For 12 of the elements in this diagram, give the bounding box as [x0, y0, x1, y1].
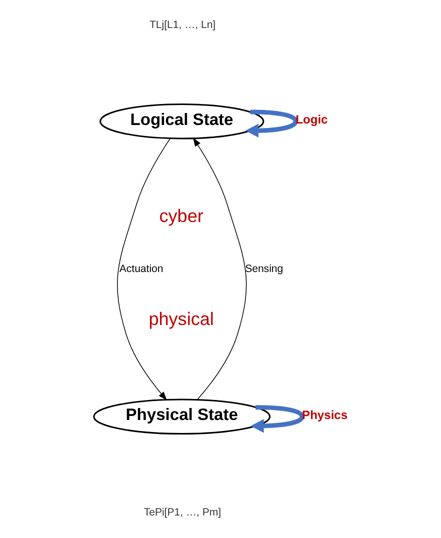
- label: cyber: [158, 206, 203, 226]
- arrow: [116, 138, 170, 400]
- edge-label: Logic: [295, 112, 328, 126]
- arrow: [244, 110, 298, 138]
- arrow: [250, 405, 304, 433]
- label: physical: [148, 309, 214, 330]
- arrow: [192, 137, 246, 400]
- edge-label: Physics: [302, 408, 348, 422]
- label: TLj[L1, …, Ln]: [148, 19, 216, 32]
- edge-label: Actuation: [118, 262, 163, 275]
- edge-label: Sensing: [244, 262, 283, 275]
- label: TePi[P1, …, Pm]: [143, 506, 221, 519]
